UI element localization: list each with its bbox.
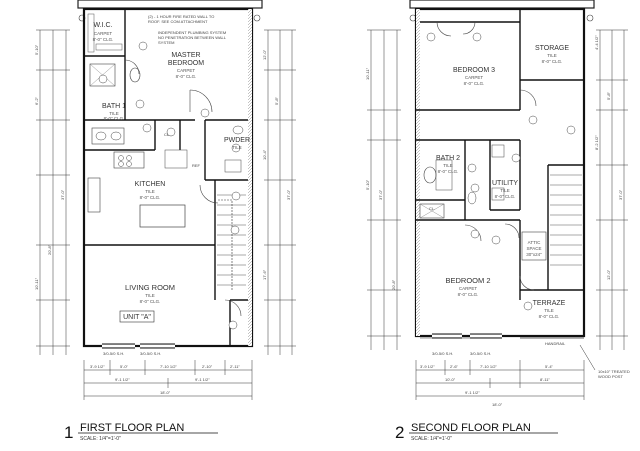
dim-left-3: 20'-8": [47, 244, 52, 255]
plan-scale-1: SCALE: 1/4"=1'-0": [80, 436, 121, 442]
room-terraze-floor: TILE: [544, 308, 554, 313]
room-living-room-label: LIVING ROOM: [125, 283, 175, 292]
dim-bottom-1: 3'-9 1/2": [90, 364, 105, 369]
dim-left-2: 6'-2": [34, 96, 39, 105]
room-master-bedroom-label-2: BEDROOM: [168, 60, 204, 67]
dim2-left-3: 37'-0": [378, 189, 383, 200]
window-label-4: 3/0-5/0 S.H.: [470, 351, 491, 356]
room-wic-floor: CARPET: [94, 31, 113, 36]
plumbing-note-2: NO PENETRATION BETWEEN WALL: [158, 35, 227, 40]
room-kitchen-floor: TILE: [145, 189, 155, 194]
dim-overall: 18'-0": [160, 390, 171, 395]
room-pwder-label: PWDER: [224, 137, 250, 144]
dim2-right-3: 8'-2 1/2": [594, 135, 599, 150]
dim2-left-4: 20'-8": [391, 279, 396, 290]
room-pwder-floor: TILE: [232, 145, 242, 150]
dim2-left-2: 5'-10": [365, 179, 370, 190]
dim2-bottom-2: 2'-6": [450, 364, 459, 369]
room-bedroom2-floor: CARPET: [459, 286, 478, 291]
dim2-left-1: 10'-11": [365, 67, 370, 80]
dim-left-5: 37'-0": [60, 189, 65, 200]
room-bedroom2-ceiling: 8'-0" CLG.: [458, 292, 479, 297]
fire-wall-note-2: ROOF. SEE COM ATTACHMENT: [148, 19, 208, 24]
room-master-floor: CARPET: [177, 68, 196, 73]
dim-bottom-2: 5'-0": [120, 364, 129, 369]
dim2-bottom2-2: 9'-1 1/2": [465, 390, 480, 395]
room-living-floor: TILE: [145, 293, 155, 298]
room-wic-ceiling: 8'-0" CLG.: [93, 37, 114, 42]
room-bath1-floor: TILE: [109, 111, 119, 116]
room-master-bedroom-label: MASTER: [171, 52, 200, 59]
room-utility-floor: TILE: [500, 188, 510, 193]
room-kitchen-ceiling: 8'-0" CLG.: [140, 195, 161, 200]
dim2-right-1: 4'-4 1/2": [594, 35, 599, 50]
dim-bottom-4: 2'-10": [202, 364, 213, 369]
plan-number-1: 1: [64, 423, 73, 442]
dim-right-2: 5'-8": [274, 96, 279, 105]
room-storage-floor: TILE: [547, 53, 557, 58]
first-floor-plan: W.I.C. CARPET 8'-0" CLG. MASTER BEDROOM …: [34, 0, 296, 442]
dim-right-3: 10'-4": [262, 149, 267, 160]
unit-tag: UNIT "A": [123, 314, 151, 321]
room-storage-label: STORAGE: [535, 45, 569, 52]
dim-bottom2-1: 9'-1 1/2": [115, 377, 130, 382]
dim2-overall: 18'-0": [492, 402, 503, 407]
second-floor-plan: BEDROOM 3 CARPET 8'-0" CLG. STORAGE TILE…: [365, 0, 630, 442]
dim2-right-4: 37'-0": [618, 189, 623, 200]
plan-number-2: 2: [395, 423, 404, 442]
dim2-bottom2-3: 8'-11": [540, 377, 550, 382]
dim-bottom2-2: 9'-1 1/2": [195, 377, 210, 382]
room-terraze-label: TERRAZE: [533, 300, 566, 307]
room-bath2-ceiling: 8'-0" CLG.: [438, 169, 459, 174]
wood-post-label-1: 10x10" TREATED: [598, 369, 630, 374]
window-label-1: 3/0-5/0 S.H.: [103, 351, 124, 356]
room-bath2-floor: TILE: [443, 163, 453, 168]
room-bedroom2-label: BEDROOM 2: [445, 276, 490, 285]
plan-scale-2: SCALE: 1/4"=1'-0": [411, 436, 452, 442]
room-master-ceiling: 8'-0" CLG.: [176, 74, 197, 79]
window-label-2: 3/0-5/0 S.H.: [140, 351, 161, 356]
room-bedroom3-floor: CARPET: [465, 75, 484, 80]
ref-label: REF: [192, 163, 201, 168]
attic-label-1: ATTIC: [528, 240, 541, 245]
room-utility-ceiling: 8'-0" CLG.: [495, 194, 516, 199]
fire-wall-note-1: (2) - 1 HOUR FIRE RATED WALL TO: [148, 14, 214, 19]
plan-title-2: SECOND FLOOR PLAN: [411, 422, 531, 434]
dim2-bottom2-1: 10'-0": [445, 377, 456, 382]
dim-left-4: 10'-11": [34, 277, 39, 290]
closet-label: CL.: [164, 132, 170, 137]
dim2-bottom-4: 5'-4": [545, 364, 554, 369]
plan-title-1: FIRST FLOOR PLAN: [80, 422, 184, 434]
attic-label-3: 30"x24": [526, 252, 542, 257]
room-kitchen-label: KITCHEN: [135, 181, 166, 188]
window-label-3: 3/0-5/0 S.H.: [432, 351, 453, 356]
room-bath1-ceiling: 8'-0" CLG.: [104, 116, 125, 121]
dim-right-1: 12'-0": [262, 49, 267, 60]
room-bath1-label: BATH 1: [102, 103, 126, 110]
dim2-right-2: 5'-8": [606, 91, 611, 100]
wood-post-label-2: WOOD POST: [598, 374, 623, 379]
dim2-bottom-3: 7'-10 1/2": [480, 364, 497, 369]
room-utility-label: UTILITY: [492, 180, 518, 187]
dim-left-1: 5'-10": [34, 44, 39, 55]
dim2-bottom-1: 3'-9 1/2": [420, 364, 435, 369]
room-bedroom3-ceiling: 8'-0" CLG.: [464, 81, 485, 86]
dim-bottom-5: 2'-11": [230, 364, 240, 369]
closet-label-2: CL.: [429, 206, 435, 211]
room-living-ceiling: 8'-0" CLG.: [140, 299, 161, 304]
room-bedroom3-label: BEDROOM 3: [453, 67, 495, 74]
room-storage-ceiling: 8'-0" CLG.: [542, 59, 563, 64]
dim2-right-5: 12'-0": [606, 269, 611, 280]
plumbing-note-1: INDEPENDENT PLUMBING SYSTEM: [158, 30, 226, 35]
room-bath2-label: BATH 2: [436, 155, 460, 162]
dim-right-4: 37'-0": [286, 189, 291, 200]
attic-label-2: SPACE: [527, 246, 542, 251]
dim-bottom-3: 7'-10 1/2": [160, 364, 177, 369]
room-wic-label: W.I.C.: [93, 22, 112, 29]
room-terraze-ceiling: 8'-0" CLG.: [539, 314, 560, 319]
plumbing-note-3: SYSTEM: [158, 40, 174, 45]
dim-right-5: 17'-6": [262, 269, 267, 280]
handrail-label: HANDRAIL: [545, 341, 566, 346]
